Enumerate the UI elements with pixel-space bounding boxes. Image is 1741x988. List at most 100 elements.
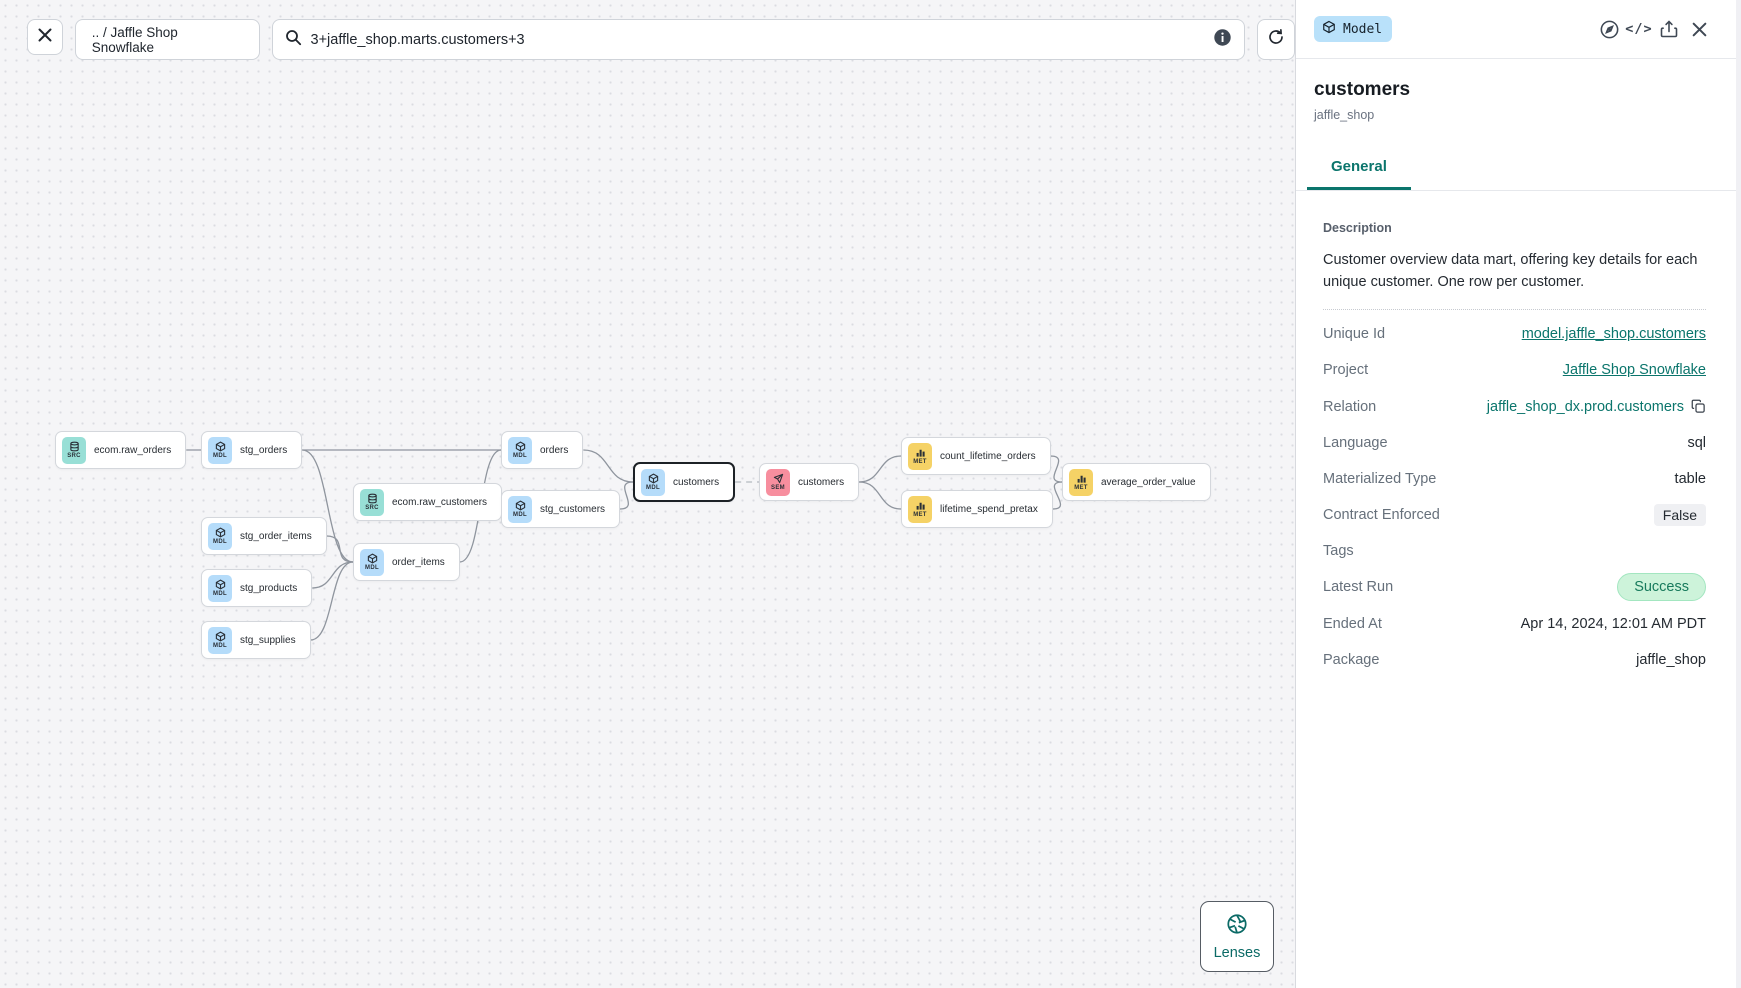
- edge-stg_order_items-to-order_items: [326, 535, 354, 563]
- explore-compass-icon[interactable]: [1594, 14, 1624, 44]
- edge-orders-to-customers: [583, 449, 634, 483]
- dag-node-lifetime-spend-pretax[interactable]: MET lifetime_spend_pretax: [901, 490, 1053, 528]
- detail-panel: Model </> customers jaffle_shop General …: [1296, 0, 1741, 988]
- search-input[interactable]: [310, 31, 1205, 48]
- field-value: jaffle_shop_dx.prod.customers: [1486, 398, 1684, 415]
- model-icon: MDL: [208, 626, 232, 654]
- model-icon: MDL: [208, 522, 232, 550]
- search-icon: [285, 29, 302, 51]
- tab-general[interactable]: General: [1307, 148, 1411, 190]
- field-label: Tags: [1323, 543, 1354, 560]
- dag-node-ecom-raw-customers[interactable]: SRC ecom.raw_customers: [353, 483, 503, 521]
- edge-lifetime_spend-to-avg_order_value: [1052, 481, 1063, 510]
- lenses-button[interactable]: Lenses: [1200, 901, 1274, 972]
- info-icon[interactable]: [1213, 28, 1232, 52]
- semantic-model-icon: SEM: [766, 468, 790, 496]
- model-badge-label: Model: [1343, 21, 1383, 37]
- field-link[interactable]: Jaffle Shop Snowflake: [1562, 362, 1706, 379]
- node-label: stg_customers: [540, 503, 606, 515]
- field-label: Relation: [1323, 398, 1377, 415]
- field-row-relation: Relation jaffle_shop_dx.prod.customers: [1323, 388, 1706, 424]
- status-badge: Success: [1617, 573, 1706, 602]
- field-row-unique-id: Unique Id model.jaffle_shop.customers: [1323, 316, 1706, 352]
- model-cube-icon: [1322, 20, 1336, 38]
- dag-node-stg-supplies[interactable]: MDL stg_supplies: [201, 621, 311, 659]
- node-label: stg_supplies: [240, 634, 296, 646]
- breadcrumb-label: .. / Jaffle Shop Snowflake: [91, 24, 178, 55]
- breadcrumb[interactable]: .. / Jaffle Shop Snowflake: [74, 19, 260, 60]
- model-icon: MDL: [208, 574, 232, 602]
- contract-chip: False: [1653, 504, 1706, 527]
- field-value: Apr 14, 2024, 12:01 AM PDT: [1520, 615, 1706, 632]
- node-label: customers: [798, 476, 845, 488]
- panel-content: Description Customer overview data mart,…: [1296, 191, 1736, 678]
- field-link[interactable]: model.jaffle_shop.customers: [1521, 326, 1706, 343]
- panel-header: Model </>: [1296, 0, 1736, 59]
- field-value: sql: [1687, 434, 1706, 451]
- edge-stg_supplies-to-order_items: [310, 561, 354, 641]
- refresh-button[interactable]: [1257, 19, 1295, 60]
- field-label: Package: [1323, 651, 1380, 668]
- node-label: customers: [673, 476, 720, 488]
- close-lineage-button[interactable]: [27, 19, 63, 55]
- edge-stg_products-to-order_items: [312, 561, 354, 589]
- field-value: table: [1674, 470, 1706, 487]
- edge-count_lifetime-to-avg_order_value: [1050, 455, 1063, 483]
- model-icon: MDL: [208, 436, 232, 464]
- page-subtitle: jaffle_shop: [1314, 108, 1375, 122]
- model-icon: MDL: [508, 495, 532, 523]
- edge-stg_orders-to-order_items: [302, 449, 354, 563]
- close-icon: [37, 27, 53, 48]
- dag-node-customers[interactable]: SEM customers: [759, 463, 860, 501]
- model-icon: MDL: [360, 548, 384, 576]
- field-label: Ended At: [1323, 615, 1382, 632]
- share-icon[interactable]: [1654, 14, 1684, 44]
- lineage-edges: [186, 449, 1063, 641]
- field-label: Unique Id: [1323, 326, 1386, 343]
- dag-node-order-items[interactable]: MDL order_items: [353, 543, 460, 581]
- field-row-project: Project Jaffle Shop Snowflake: [1323, 352, 1706, 388]
- field-row-package: Package jaffle_shop: [1323, 642, 1706, 678]
- node-label: ecom.raw_orders: [94, 444, 172, 456]
- metric-icon: MET: [908, 442, 932, 470]
- node-label: order_items: [392, 556, 445, 568]
- edge-customers_sem-to-lifetime_spend: [859, 481, 902, 510]
- dag-node-average-order-value[interactable]: MET average_order_value: [1062, 463, 1211, 501]
- close-panel-icon[interactable]: [1684, 14, 1714, 44]
- node-label: average_order_value: [1101, 476, 1196, 488]
- field-row-ended-at: Ended At Apr 14, 2024, 12:01 AM PDT: [1323, 606, 1706, 642]
- tabbar: General: [1296, 148, 1736, 191]
- node-label: orders: [540, 444, 569, 456]
- lineage-search[interactable]: [271, 19, 1246, 60]
- model-icon: MDL: [508, 436, 532, 464]
- node-label: count_lifetime_orders: [940, 450, 1036, 462]
- field-label: Language: [1323, 434, 1388, 451]
- node-label: ecom.raw_customers: [392, 496, 488, 508]
- dag-node-stg-customers[interactable]: MDL stg_customers: [501, 490, 621, 528]
- field-value: jaffle_shop: [1636, 651, 1706, 668]
- lenses-label: Lenses: [1213, 944, 1261, 961]
- source-icon: SRC: [360, 488, 384, 516]
- metric-icon: MET: [908, 495, 932, 523]
- code-icon[interactable]: </>: [1625, 21, 1653, 37]
- lenses-icon: [1226, 913, 1248, 940]
- copy-icon[interactable]: [1691, 399, 1706, 414]
- metric-icon: MET: [1069, 468, 1093, 496]
- dag-node-orders[interactable]: MDL orders: [501, 431, 584, 469]
- dag-node-count-lifetime-orders[interactable]: MET count_lifetime_orders: [901, 437, 1051, 475]
- field-row-tags: Tags: [1323, 533, 1706, 569]
- field-label: Project: [1323, 362, 1369, 379]
- panel-title-block: customers jaffle_shop: [1296, 59, 1736, 122]
- node-label: lifetime_spend_pretax: [940, 503, 1038, 515]
- toolbar: .. / Jaffle Shop Snowflake: [27, 19, 1295, 60]
